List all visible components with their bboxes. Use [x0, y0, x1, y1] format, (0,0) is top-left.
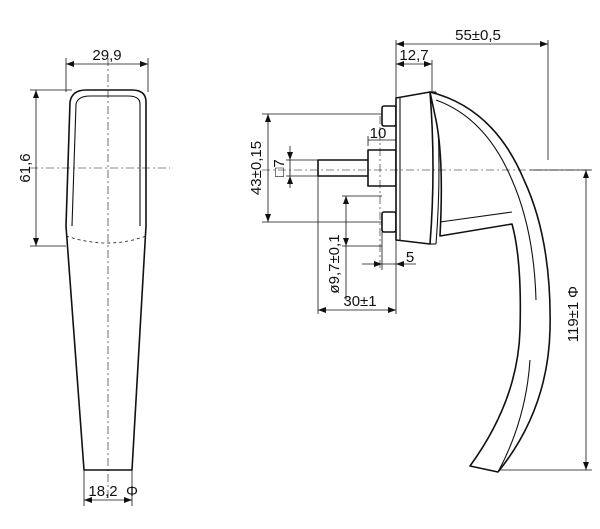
screw-diameter-label: ø9,7±0,1 — [326, 234, 343, 293]
side-view: 55±0,5 12,7 10 □7 43±0,15 ø9,7±0,1 — [248, 27, 592, 473]
front-width-bottom-label: 18,2 — [88, 483, 117, 500]
length-label: 119±1 — [565, 302, 582, 343]
length-symbol: Φ — [565, 286, 582, 298]
upper-screw — [381, 105, 397, 127]
front-handle-bevel — [75, 95, 141, 226]
front-width-bottom-symbol: Φ — [126, 483, 138, 500]
screw-length-label: 5 — [406, 249, 414, 266]
lower-screw — [381, 211, 397, 233]
front-handle-outline — [65, 89, 147, 471]
handle-inner-edge — [435, 99, 537, 301]
front-view: 29,9 61,6 18,2 Φ — [17, 47, 170, 506]
handle-lever — [429, 91, 551, 473]
front-height-label: 61,6 — [17, 153, 34, 182]
spindle-offset-label: 10 — [370, 125, 387, 142]
front-width-top-label: 29,9 — [92, 47, 121, 64]
base-plate — [395, 91, 434, 245]
spindle-collar — [367, 149, 397, 187]
spindle-square-label: □7 — [271, 159, 288, 176]
depth-label: 55±0,5 — [455, 27, 501, 44]
spindle-length-label: 30±1 — [343, 293, 376, 310]
screw-spacing-label: 43±0,15 — [248, 141, 265, 195]
front-seam-line — [65, 235, 147, 244]
base-thickness-label: 12,7 — [399, 47, 428, 64]
